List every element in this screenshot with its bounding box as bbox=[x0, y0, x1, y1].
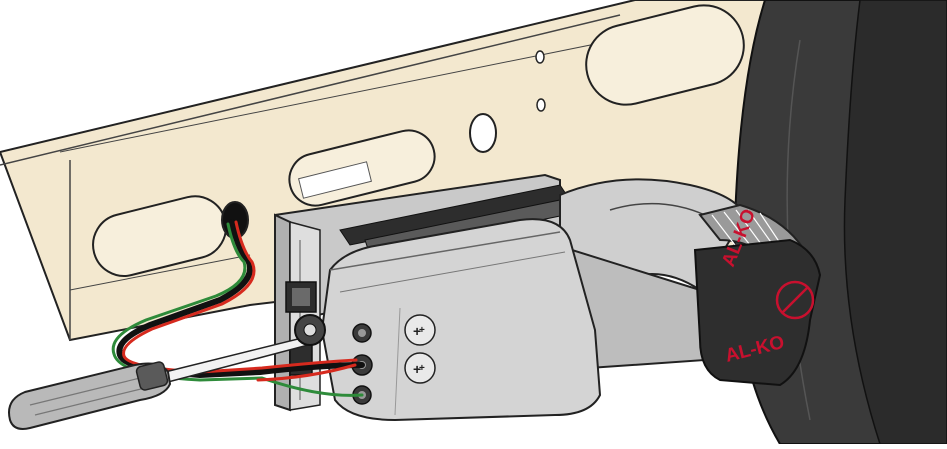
svg-text:+: + bbox=[413, 323, 421, 339]
svg-text:+: + bbox=[419, 363, 425, 374]
screwdriver-icon bbox=[8, 314, 326, 430]
wiring-loom bbox=[111, 219, 365, 397]
terminal-symbols: + + + + bbox=[404, 314, 436, 384]
svg-text:+: + bbox=[413, 361, 421, 377]
svg-text:+: + bbox=[419, 325, 425, 336]
